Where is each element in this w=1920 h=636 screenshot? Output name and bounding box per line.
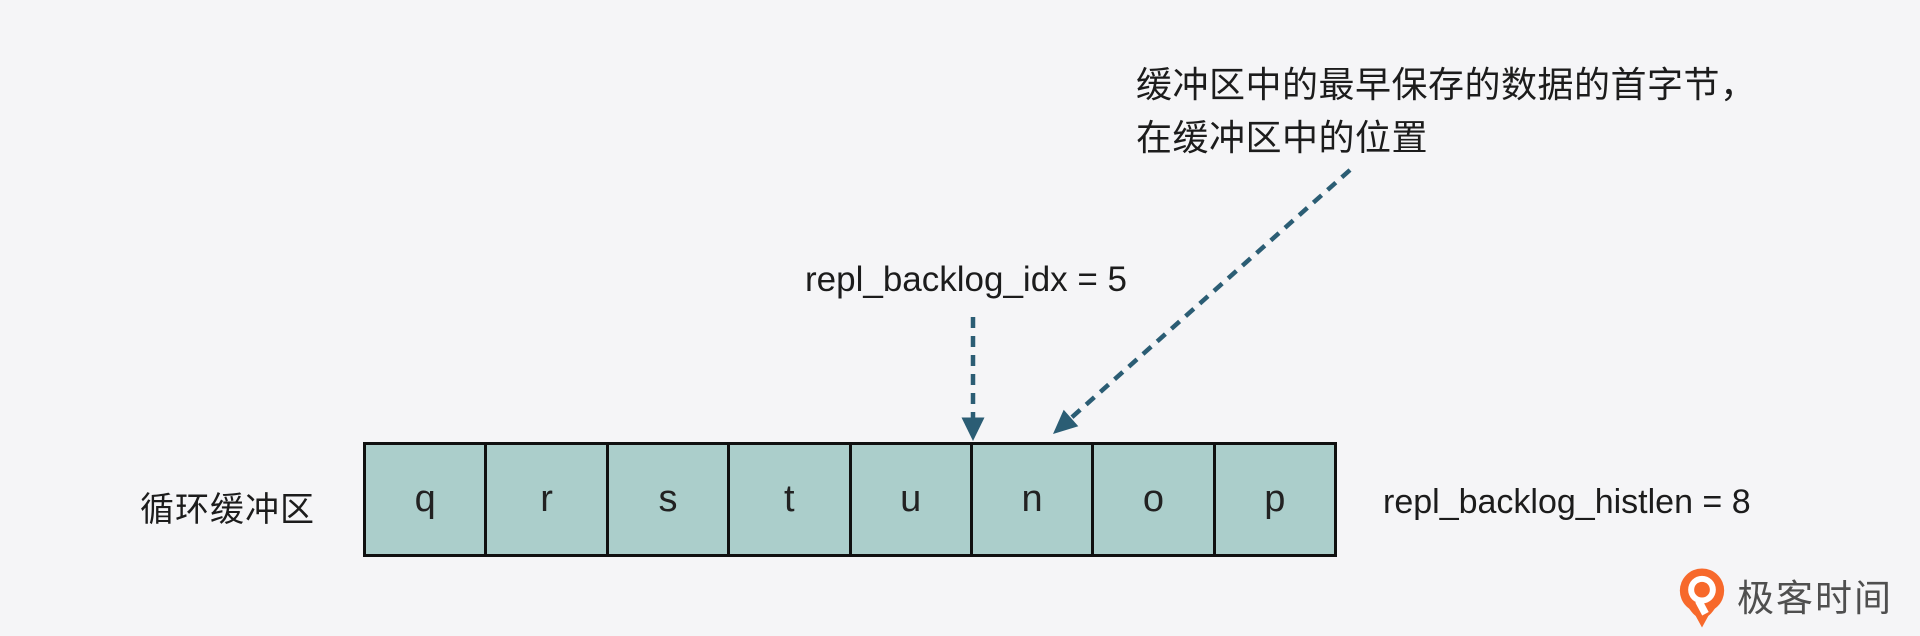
circular-buffer: q r s t u n o p: [363, 442, 1337, 557]
buffer-cell: o: [1091, 442, 1216, 557]
annotation-line-1: 缓冲区中的最早保存的数据的首字节，: [1136, 64, 1757, 105]
geektime-logo-icon: [1679, 568, 1725, 628]
geektime-logo: 极客时间: [1678, 566, 1893, 630]
buffer-cell: r: [484, 442, 609, 557]
annotation-arrow: [1053, 168, 1352, 434]
annotation-oldest-byte: 缓冲区中的最早保存的数据的首字节， 在缓冲区中的位置: [1136, 58, 1757, 164]
annotation-line-2: 在缓冲区中的位置: [1136, 117, 1429, 158]
buffer-cell: p: [1212, 442, 1337, 557]
buffer-cell: s: [605, 442, 731, 557]
geektime-logo-text: 极客时间: [1737, 577, 1893, 619]
buffer-cell: t: [727, 442, 852, 557]
repl-backlog-histlen-label: repl_backlog_histlen = 8: [1383, 483, 1751, 521]
buffer-cell: n: [969, 442, 1095, 557]
repl-backlog-idx-label: repl_backlog_idx = 5: [805, 260, 1128, 299]
buffer-cell: q: [363, 442, 488, 557]
buffer-cell: u: [848, 442, 973, 557]
circular-buffer-title: 循环缓冲区: [140, 491, 315, 529]
idx-arrow: [961, 317, 985, 441]
